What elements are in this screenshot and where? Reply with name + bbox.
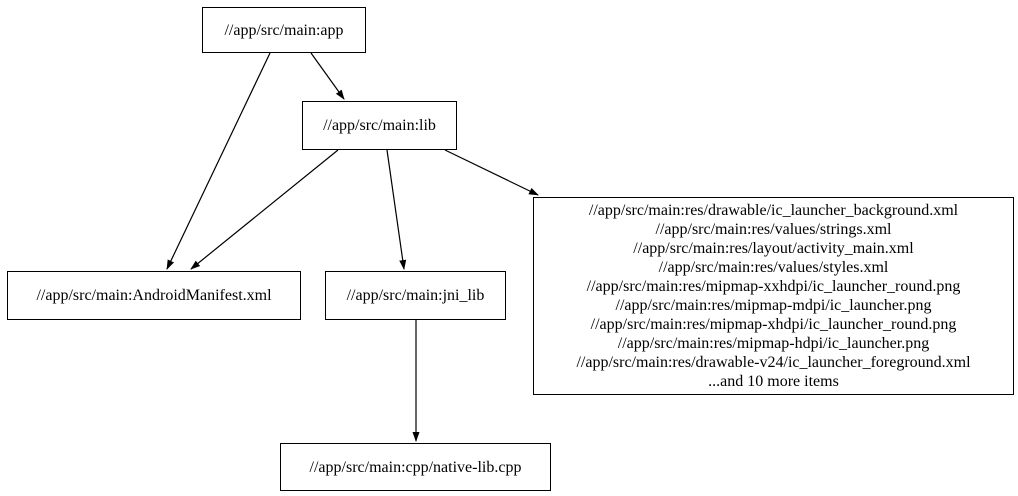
resource-item: //app/src/main:res/values/styles.xml (658, 259, 889, 276)
node-native-lib-cpp-label: //app/src/main:cpp/native-lib.cpp (309, 458, 522, 476)
node-app-label: //app/src/main:app (224, 21, 344, 39)
node-resources: //app/src/main:res/drawable/ic_launcher_… (533, 197, 1014, 395)
node-native-lib-cpp: //app/src/main:cpp/native-lib.cpp (280, 443, 551, 491)
resource-item: //app/src/main:res/values/strings.xml (655, 221, 892, 238)
resource-item-more: ...and 10 more items (708, 373, 839, 390)
resource-item: //app/src/main:res/mipmap-xhdpi/ic_launc… (590, 316, 957, 333)
resource-item: //app/src/main:res/mipmap-mdpi/ic_launch… (615, 297, 932, 314)
edge-lib-to-jni-lib (386, 149, 407, 270)
resource-item: //app/src/main:res/layout/activity_main.… (633, 240, 914, 257)
node-lib-label: //app/src/main:lib (323, 117, 436, 134)
edge-lib-to-resources (444, 149, 539, 196)
node-jni-lib: //app/src/main:jni_lib (325, 271, 506, 320)
resource-item: //app/src/main:res/mipmap-xxhdpi/ic_laun… (586, 278, 961, 295)
resource-item: //app/src/main:res/mipmap-hdpi/ic_launch… (617, 335, 930, 352)
node-android-manifest-label: //app/src/main:AndroidManifest.xml (36, 287, 272, 304)
node-app: //app/src/main:app (202, 7, 366, 53)
node-jni-lib-label: //app/src/main:jni_lib (346, 287, 485, 304)
resource-item: //app/src/main:res/drawable-v24/ic_launc… (576, 354, 971, 371)
edge-app-to-android-manifest (166, 52, 271, 270)
node-lib: //app/src/main:lib (302, 101, 457, 150)
edge-app-to-lib (310, 52, 345, 100)
node-android-manifest: //app/src/main:AndroidManifest.xml (7, 271, 301, 320)
resource-item: //app/src/main:res/drawable/ic_launcher_… (588, 202, 959, 219)
edge-lib-to-android-manifest (190, 149, 339, 270)
